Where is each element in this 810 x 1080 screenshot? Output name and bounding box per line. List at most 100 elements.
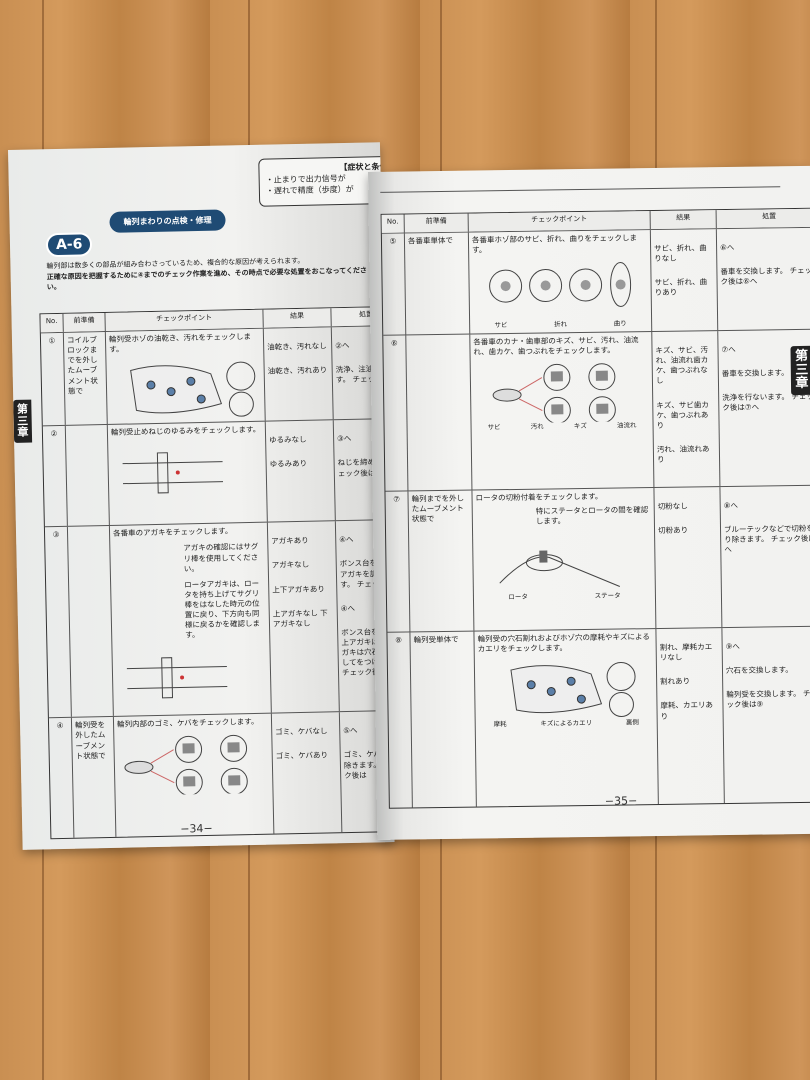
row-number: ④ — [56, 721, 64, 731]
action-text: ⑨へ — [725, 641, 740, 652]
result-text: ゴミ、ケバあり — [275, 750, 329, 761]
results: 油乾き、汚れなし油乾き、汚れあり — [262, 327, 333, 421]
preparation: 各番車単体で — [403, 232, 470, 335]
illustration-label: サビ — [494, 321, 508, 330]
result-text: ゆるみあり — [269, 459, 308, 469]
result-text: アガキあり — [271, 536, 309, 546]
check-text: ロータの切粉付着をチェックします。 — [475, 491, 603, 503]
result-text: 油乾き、汚れあり — [267, 365, 328, 376]
preparation: 輪列受を外したムーブメント状態で — [70, 717, 116, 839]
results: 割れ、摩耗カエリなし割れあり摩耗、カエリあり — [655, 628, 724, 805]
row-number: ⑤ — [389, 236, 397, 246]
result-text: 摩耗、カエリあり — [660, 700, 714, 721]
table-row: ⑦ 輪列までを外したムーブメント状態でロータの切粉付着をチェックします。特にステー… — [385, 484, 810, 632]
actions: ⑥へ番車を交換します。 チェック後は⑥へ — [715, 227, 810, 331]
preparation — [405, 334, 472, 491]
header-check: チェックポイント — [104, 309, 263, 332]
header-result: 結果 — [649, 210, 716, 230]
result-text: ゴミ、ケバなし — [275, 726, 328, 737]
header-check: チェックポイント — [467, 211, 650, 232]
section-title: 輪列まわりの点検・修理 — [109, 209, 226, 233]
check-point: 輪列内部のゴミ、ケバをチェックします。 — [112, 713, 274, 838]
result-text: サビ、折れ、曲りあり — [654, 277, 708, 298]
illustration-label: キズ — [573, 422, 587, 431]
row-number: ② — [50, 429, 58, 439]
row-number: ⑥ — [390, 338, 398, 348]
result-text: サビ、折れ、曲りなし — [654, 243, 707, 264]
result-text: 割れ、摩耗カエリなし — [659, 642, 713, 663]
actions: ⑨へ穴石を交換します。輪列受を交換します。 チェック後は⑨ — [721, 626, 810, 804]
result-text: キズ、サビ、汚れ、油流れ歯カケ、歯つぶれなし — [655, 345, 709, 386]
check-text: 各番車ホゾ部のサビ、折れ、曲りをチェックします。 — [471, 233, 638, 255]
page-number: −35− — [604, 794, 638, 808]
preparation: 輪列受単体で — [409, 631, 476, 808]
check-note: ロータアガキは、ロータを持ち上げてサグリ棒をはなした時元の位置に戻り、下方向も同… — [184, 578, 261, 640]
illustration-label: サビ — [487, 423, 501, 432]
action-text: 穴石を交換します。 — [725, 665, 793, 676]
header-no: No. — [381, 214, 404, 233]
header-no: No. — [40, 313, 63, 333]
left-page: 【症状と条件】 ・止まりで出力信号が ・遅れで精度（歩度）が A-6 輪列まわり… — [8, 142, 395, 850]
check-point: 各番車のアガキをチェックします。アガキの確認にはサグリ棒を使用してください。ロー… — [108, 522, 271, 717]
check-point: 各番車ホゾ部のサビ、折れ、曲りをチェックします。サビ折れ曲り — [467, 230, 652, 334]
check-text: 輪列受の穴石割れおよびホゾ穴の摩耗やキズによるカエリをチェックします。 — [477, 632, 650, 654]
preparation: 輪列までを外したムーブメント状態で — [407, 490, 474, 632]
intro-text: 輪列部は数多くの部品が組み合わさっているため、複合的な原因が考えられます。 正確… — [46, 254, 377, 292]
plate-illustration — [509, 662, 636, 718]
result-text: ゆるみなし — [269, 435, 307, 445]
result-text: 油乾き、汚れなし — [267, 341, 327, 352]
check-point: ロータの切粉付着をチェックします。特にステータとロータの間を確認します。ロータス… — [471, 488, 656, 631]
results: キズ、サビ、汚れ、油流れ歯カケ、歯つぶれなしキズ、サビ歯カケ、歯つぶれあり汚れ、… — [651, 331, 720, 488]
result-text: 上下アガキあり — [272, 583, 325, 595]
check-note: アガキの確認にはサグリ棒を使用してください。 — [183, 542, 259, 574]
result-text: 切粉なし — [657, 501, 688, 512]
result-text: アガキなし — [271, 560, 310, 570]
row-number: ⑦ — [393, 494, 400, 504]
header-result: 結果 — [262, 308, 331, 328]
chapter-tab[interactable]: 第三章 — [13, 399, 33, 443]
results: ゴミ、ケバなしゴミ、ケバあり — [270, 712, 342, 834]
results: ゆるみなしゆるみあり — [264, 420, 335, 522]
illustration-label: 摩耗 — [493, 720, 507, 729]
row-number: ① — [48, 336, 56, 346]
illustration-label: キズによるカエリ — [540, 719, 593, 728]
results: アガキありアガキなし上下アガキあり上アガキなし 下アガキなし — [266, 521, 339, 713]
arbor-illustration — [126, 656, 227, 698]
header-prep: 前準備 — [62, 313, 105, 332]
result-text: 汚れ、油流れあり — [656, 444, 710, 465]
plate-illustration — [129, 361, 255, 417]
check-note: 特にステータとロータの間を確認します。 — [535, 505, 649, 526]
chapter-tab[interactable]: 第三章 — [790, 345, 810, 396]
check-point: 輪列受止めねじのゆるみをチェックします。 — [106, 421, 267, 526]
rotor-illustration — [498, 550, 620, 588]
result-text: 切粉あり — [657, 525, 689, 536]
preparation — [66, 526, 113, 718]
header-prep: 前準備 — [403, 213, 468, 233]
illustration-labels: ロータステータ — [477, 591, 652, 602]
illustration-label: ロータ — [508, 593, 528, 602]
illustration-labels: 摩耗キズによるカエリ裏側 — [479, 718, 654, 729]
arbor-illustration — [122, 452, 223, 494]
action-text: ⑧へ — [723, 500, 738, 511]
header-rule — [380, 186, 781, 193]
result-text: キズ、サビ歯カケ、歯つぶれあり — [656, 399, 709, 430]
illustration-label: 折れ — [554, 320, 568, 329]
check-point: 輪列受の穴石割れおよびホゾ穴の摩耗やキズによるカエリをチェックします。摩耗 キズに… — [473, 629, 658, 807]
pivot-illustration — [488, 262, 631, 308]
action-text: ブルーテックなどで切粉を取り除きます。 チェック後は⑧へ — [723, 523, 810, 555]
illustration-labels: サビ汚れキズ油流れ — [475, 421, 650, 432]
check-text: 輪列内部のゴミ、ケバをチェックします。 — [116, 717, 259, 730]
actions: ⑧へブルーテックなどで切粉を取り除きます。 チェック後は⑧へ — [719, 485, 810, 628]
gear-illustration — [123, 735, 248, 797]
illustration-label: 油流れ — [616, 421, 637, 430]
result-text: 割れあり — [660, 676, 691, 687]
results: サビ、折れ、曲りなしサビ、折れ、曲りあり — [649, 229, 718, 332]
check-point: 輪列受ホゾの油乾き、汚れをチェックします。 — [104, 328, 265, 425]
results: 切粉なし切粉あり — [653, 487, 722, 629]
